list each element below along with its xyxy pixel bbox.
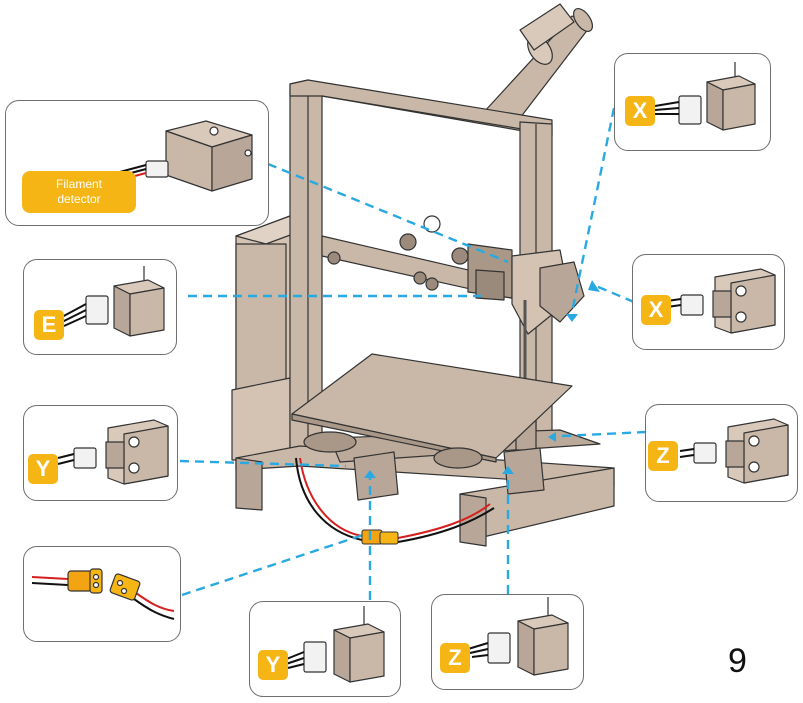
y-motor-body <box>353 451 399 501</box>
link-y-endstop <box>179 459 347 468</box>
link-arrow <box>364 470 376 478</box>
filament-label-line1: Filament <box>55 177 102 191</box>
endstop-switch-icon <box>57 419 169 485</box>
x-motor-badge: X <box>625 96 655 126</box>
stepper-motor-icon <box>654 62 756 131</box>
bed-wheels <box>303 431 483 469</box>
link-power-connector <box>181 532 367 597</box>
callout-power-connector <box>23 546 181 642</box>
power-cable <box>295 457 495 543</box>
filament-label-line2: detector <box>57 192 101 206</box>
link-z-endstop <box>561 430 647 438</box>
z-motor-badge: Z <box>440 643 470 673</box>
z-endstop-badge: Z <box>648 441 678 471</box>
callout-x-endstop: X <box>632 254 785 350</box>
xt60-connector <box>361 529 399 545</box>
xt60-connector-icon <box>31 568 175 620</box>
callout-filament-detector: Filament detector <box>5 100 269 226</box>
endstop-switch-icon <box>666 268 776 334</box>
y-motor-badge: Y <box>258 650 288 680</box>
callout-y-endstop: Y <box>23 405 178 501</box>
callout-x-motor: X <box>614 53 771 151</box>
stepper-motor-icon <box>283 606 385 683</box>
link-arrow <box>548 432 556 442</box>
link-arrow <box>502 466 514 474</box>
link-filament-detector <box>267 162 509 264</box>
link-arrow <box>566 314 578 322</box>
callout-z-endstop: Z <box>645 404 798 502</box>
endstop-switch-icon <box>679 418 789 484</box>
e-motor-badge: E <box>34 310 64 340</box>
stepper-motor-icon <box>59 266 165 337</box>
z-motor-body <box>503 447 545 495</box>
link-x-endstop <box>595 284 635 304</box>
callout-z-motor: Z <box>431 594 584 690</box>
link-arrow <box>588 280 600 292</box>
stepper-motor-icon <box>467 597 569 676</box>
link-x-motor <box>570 107 616 313</box>
filament-detector-badge: Filament detector <box>22 171 136 213</box>
callout-y-motor: Y <box>249 601 401 697</box>
y-endstop-badge: Y <box>28 454 58 484</box>
callout-e-motor: E <box>23 259 177 355</box>
page-number: 9 <box>728 642 747 680</box>
x-endstop-badge: X <box>641 295 671 325</box>
